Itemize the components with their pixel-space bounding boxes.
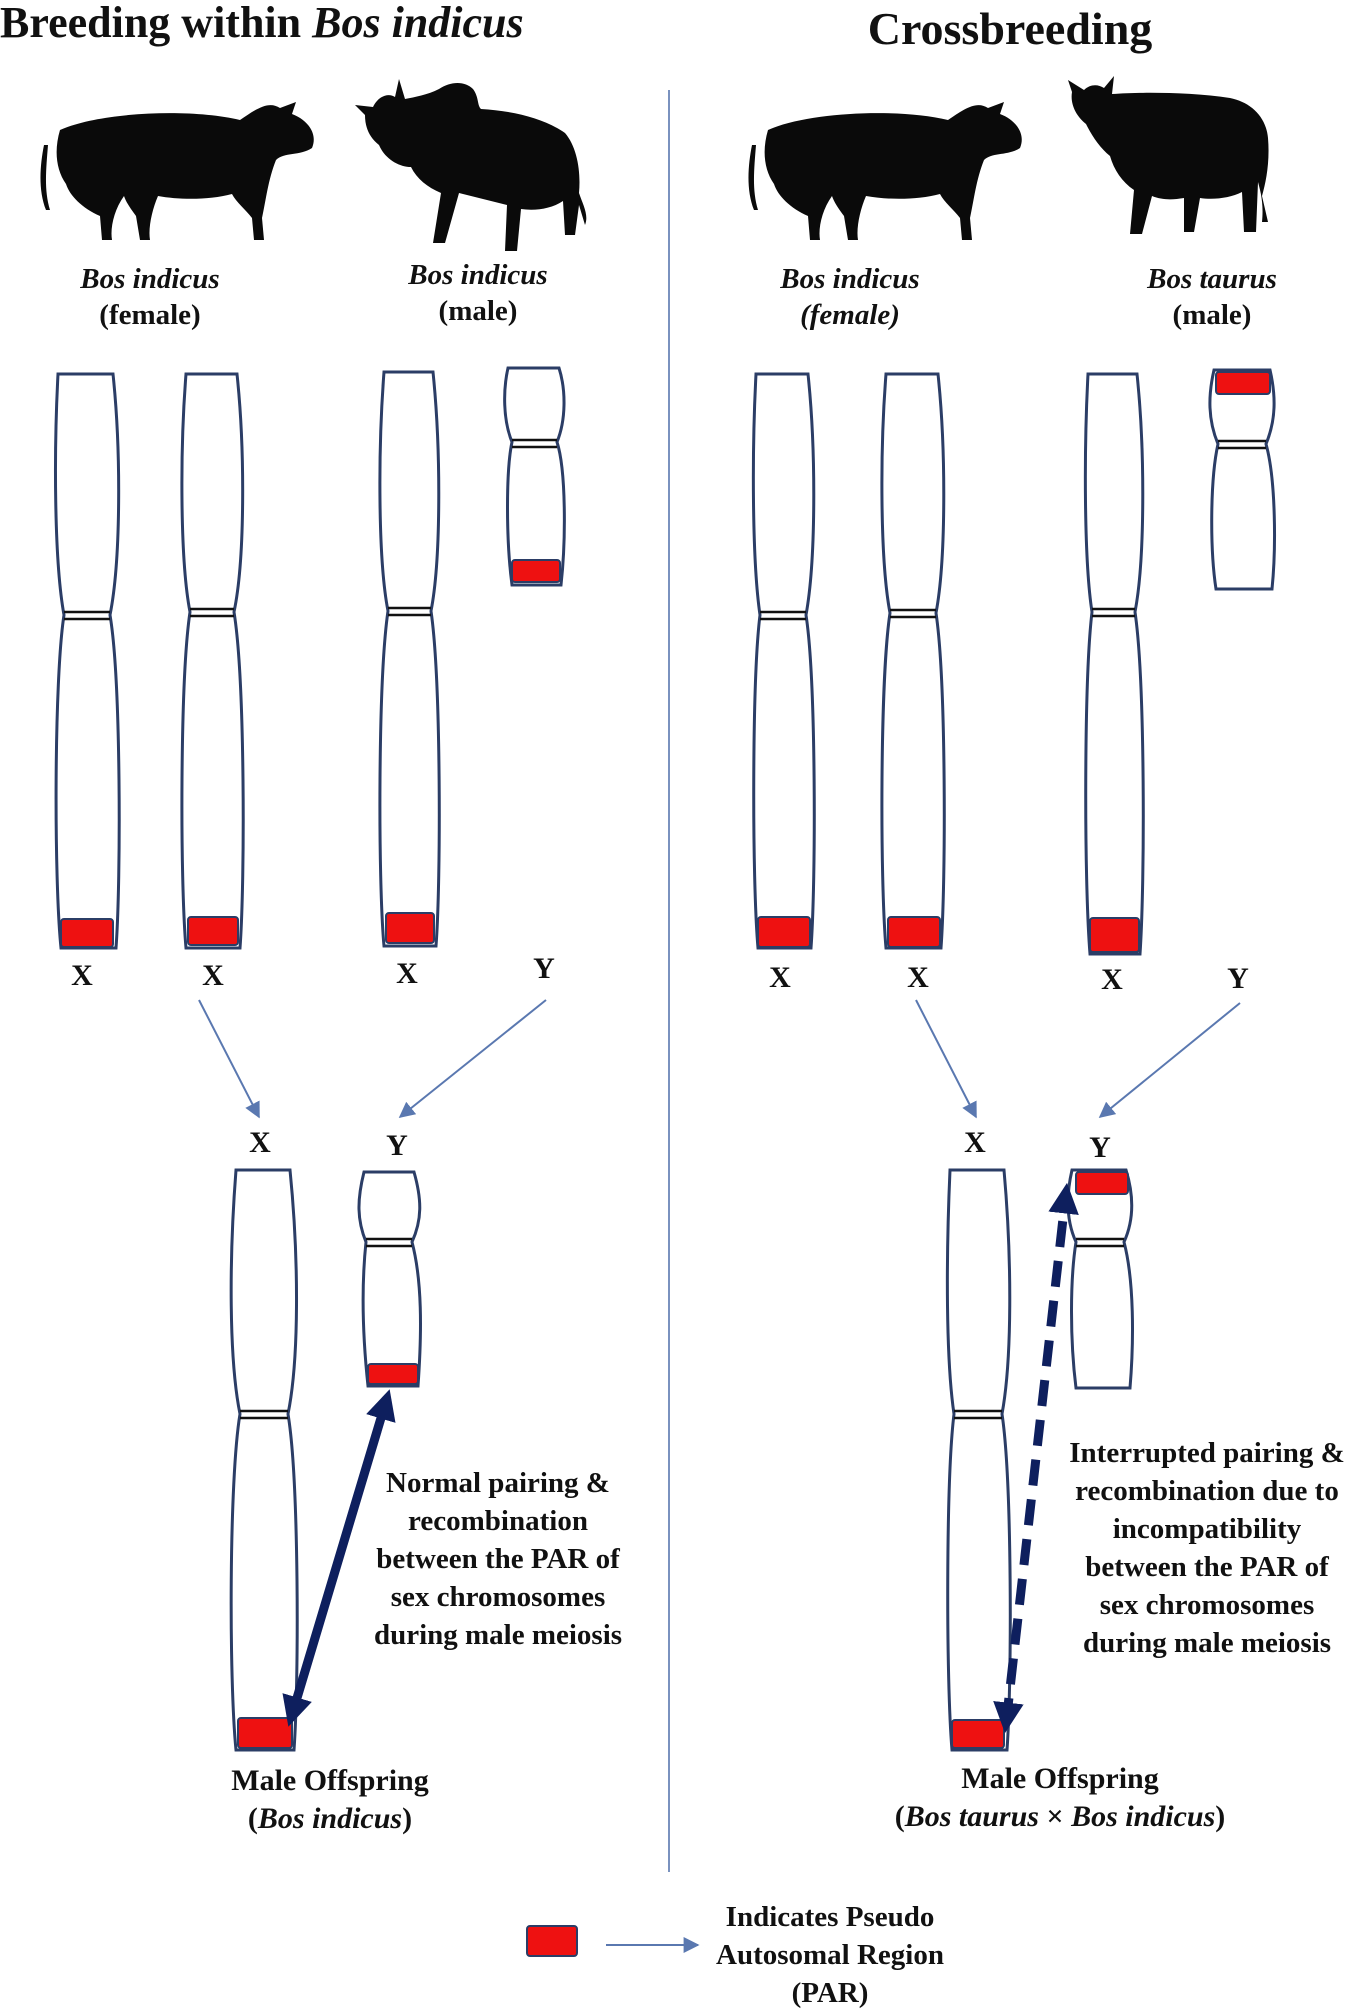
parent4-species-label: Bos taurus bbox=[1146, 263, 1277, 295]
x-chromosome-female-1 bbox=[54, 372, 121, 950]
par-region bbox=[1075, 1171, 1129, 1195]
legend-text-line: (PAR) bbox=[792, 1977, 869, 2009]
svg-text:sex chromosomes: sex chromosomes bbox=[391, 1581, 606, 1613]
normal-pairing-arrow bbox=[282, 1389, 396, 1727]
svg-text:sex chromosomes: sex chromosomes bbox=[1100, 1589, 1315, 1621]
chrom-label: Y bbox=[1227, 962, 1249, 995]
x-chromosome-male bbox=[1083, 372, 1145, 956]
offspring-y-chromosome bbox=[357, 1170, 422, 1388]
parent2-species-label: Bos indicus bbox=[407, 259, 547, 291]
svg-text:Interrupted pairing &: Interrupted pairing & bbox=[1069, 1437, 1345, 1469]
parent3-species-label: Bos indicus bbox=[779, 263, 919, 295]
offspring-x-chromosome bbox=[945, 1168, 1012, 1752]
offspring-caption-title: Male Offspring bbox=[961, 1762, 1158, 1795]
x-chromosome-female-1 bbox=[751, 372, 816, 950]
cow-female-left-icon bbox=[40, 102, 314, 240]
offspring-chrom-label: X bbox=[964, 1126, 986, 1159]
offspring-y-chromosome bbox=[1066, 1168, 1134, 1390]
chrom-label: X bbox=[396, 957, 418, 990]
svg-text:during male meiosis: during male meiosis bbox=[1083, 1627, 1331, 1659]
right-panel-title: Crossbreeding bbox=[868, 3, 1153, 54]
parent1-sex-label: (female) bbox=[99, 299, 200, 331]
par-region bbox=[757, 916, 811, 948]
offspring-chrom-label: X bbox=[249, 1126, 271, 1159]
inheritance-arrow bbox=[1098, 1002, 1241, 1119]
cow-male-left-icon bbox=[355, 79, 587, 251]
chrom-label: X bbox=[202, 959, 224, 992]
parent3-sex-label: (female) bbox=[800, 299, 900, 331]
legend-text-line: Autosomal Region bbox=[716, 1939, 944, 1971]
offspring-chrom-label: Y bbox=[386, 1129, 408, 1162]
cow-female-right-icon bbox=[748, 102, 1022, 240]
chrom-label: X bbox=[71, 959, 93, 992]
inheritance-arrow bbox=[398, 999, 547, 1119]
svg-text:recombination: recombination bbox=[408, 1505, 588, 1537]
legend-par-swatch bbox=[526, 1925, 578, 1957]
svg-text:during male meiosis: during male meiosis bbox=[374, 1619, 622, 1651]
par-region bbox=[1215, 371, 1271, 395]
svg-text:between the PAR of: between the PAR of bbox=[376, 1543, 620, 1575]
par-region bbox=[511, 559, 561, 583]
parent1-species-label: Bos indicus bbox=[79, 263, 219, 295]
chrom-label: X bbox=[1101, 963, 1123, 996]
offspring-caption-species: (Bos taurus × Bos indicus) bbox=[895, 1800, 1226, 1833]
par-region bbox=[60, 918, 114, 948]
offspring-caption-species: (Bos indicus) bbox=[248, 1802, 412, 1835]
chrom-label: X bbox=[769, 961, 791, 994]
inheritance-arrow bbox=[915, 999, 977, 1119]
svg-text:Normal pairing &: Normal pairing & bbox=[386, 1467, 610, 1499]
x-chromosome-male bbox=[378, 370, 441, 948]
x-chromosome-female-2 bbox=[180, 372, 245, 950]
inheritance-arrow bbox=[198, 999, 260, 1119]
interrupted-pairing-text: Interrupted pairing & recombination due … bbox=[1069, 1437, 1345, 1659]
bull-right-icon bbox=[1068, 76, 1269, 234]
par-region bbox=[1089, 917, 1140, 953]
par-region bbox=[367, 1363, 419, 1385]
legend: Indicates Pseudo Autosomal Region (PAR) bbox=[526, 1901, 944, 2009]
svg-text:between the PAR of: between the PAR of bbox=[1085, 1551, 1329, 1583]
par-region bbox=[887, 916, 941, 948]
par-region bbox=[187, 916, 239, 946]
offspring-caption-title: Male Offspring bbox=[231, 1764, 428, 1797]
legend-text-line: Indicates Pseudo bbox=[726, 1901, 935, 1933]
chrom-label: X bbox=[907, 961, 929, 994]
left-panel-title: Breeding within Bos indicus bbox=[0, 0, 524, 47]
par-region bbox=[951, 1719, 1005, 1749]
y-chromosome-male bbox=[1208, 368, 1276, 591]
par-region bbox=[385, 912, 435, 944]
offspring-chrom-label: Y bbox=[1089, 1131, 1111, 1164]
x-chromosome-female-2 bbox=[880, 372, 946, 950]
offspring-x-chromosome bbox=[229, 1168, 299, 1752]
parent4-sex-label: (male) bbox=[1173, 299, 1252, 331]
y-chromosome-male bbox=[503, 366, 566, 587]
svg-text:incompatibility: incompatibility bbox=[1113, 1513, 1302, 1545]
normal-pairing-text: Normal pairing & recombination between t… bbox=[374, 1467, 622, 1651]
parent2-sex-label: (male) bbox=[439, 295, 518, 327]
interrupted-pairing-arrow bbox=[993, 1182, 1079, 1734]
chrom-label: Y bbox=[533, 952, 555, 985]
par-region bbox=[237, 1717, 293, 1749]
svg-text:recombination due to: recombination due to bbox=[1075, 1475, 1339, 1507]
